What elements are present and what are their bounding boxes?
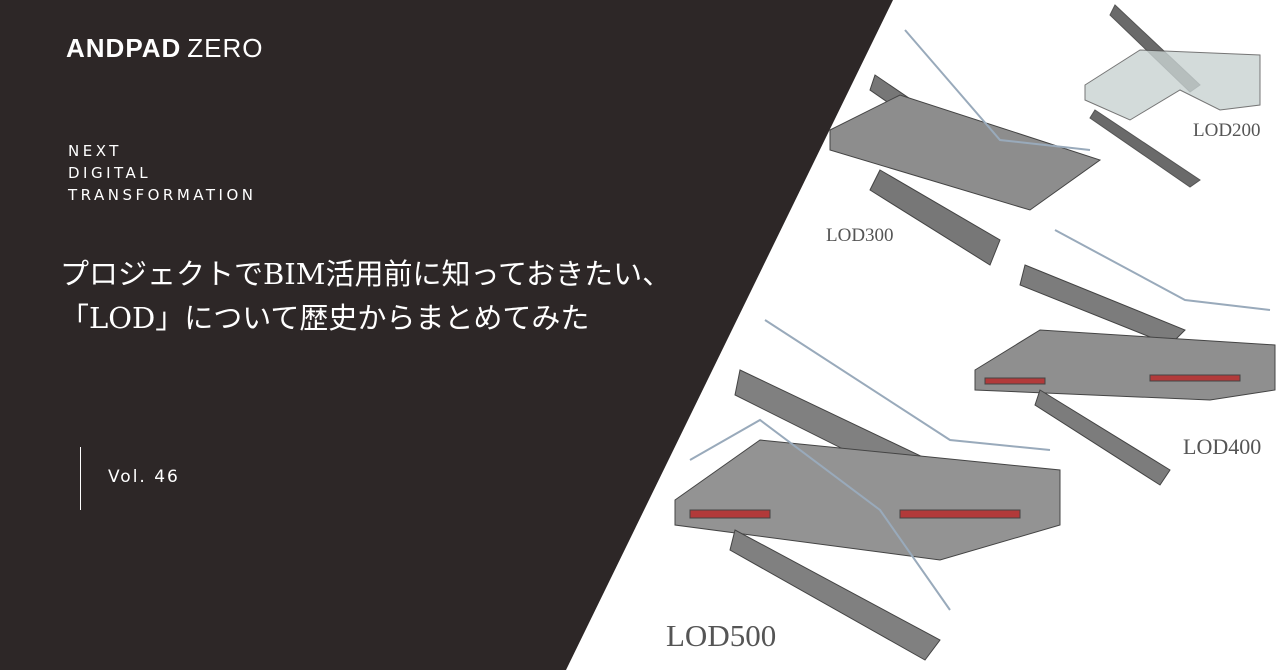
tagline-line: DIGITAL bbox=[68, 164, 152, 182]
volume-divider bbox=[80, 447, 81, 510]
volume-label: Vol. 46 bbox=[108, 467, 180, 487]
stair-lod500 bbox=[674, 319, 1061, 661]
stair-lod400 bbox=[974, 229, 1276, 486]
lod500-label: LOD500 bbox=[666, 618, 777, 653]
tagline-line: TRANSFORMATION bbox=[68, 186, 257, 204]
lod300-label: LOD300 bbox=[826, 225, 894, 246]
lod200-label: LOD200 bbox=[1193, 120, 1261, 141]
title-line-1: プロジェクトでBIM活用前に知っておきたい、 bbox=[60, 257, 672, 291]
stair-lod300 bbox=[829, 29, 1102, 266]
stair-lod200 bbox=[1084, 4, 1261, 188]
brand-light: ZERO bbox=[187, 33, 264, 63]
tagline-line: NEXT bbox=[68, 142, 122, 160]
dark-panel bbox=[0, 0, 893, 670]
lod400-label: LOD400 bbox=[1183, 434, 1262, 459]
title-line-2: 「LOD」について歴史からまとめてみた bbox=[60, 301, 590, 335]
tagline: NEXT DIGITAL TRANSFORMATION bbox=[68, 140, 257, 206]
article-title: プロジェクトでBIM活用前に知っておきたい、 「LOD」について歴史からまとめて… bbox=[60, 252, 671, 340]
brand-bold: ANDPAD bbox=[66, 33, 182, 63]
